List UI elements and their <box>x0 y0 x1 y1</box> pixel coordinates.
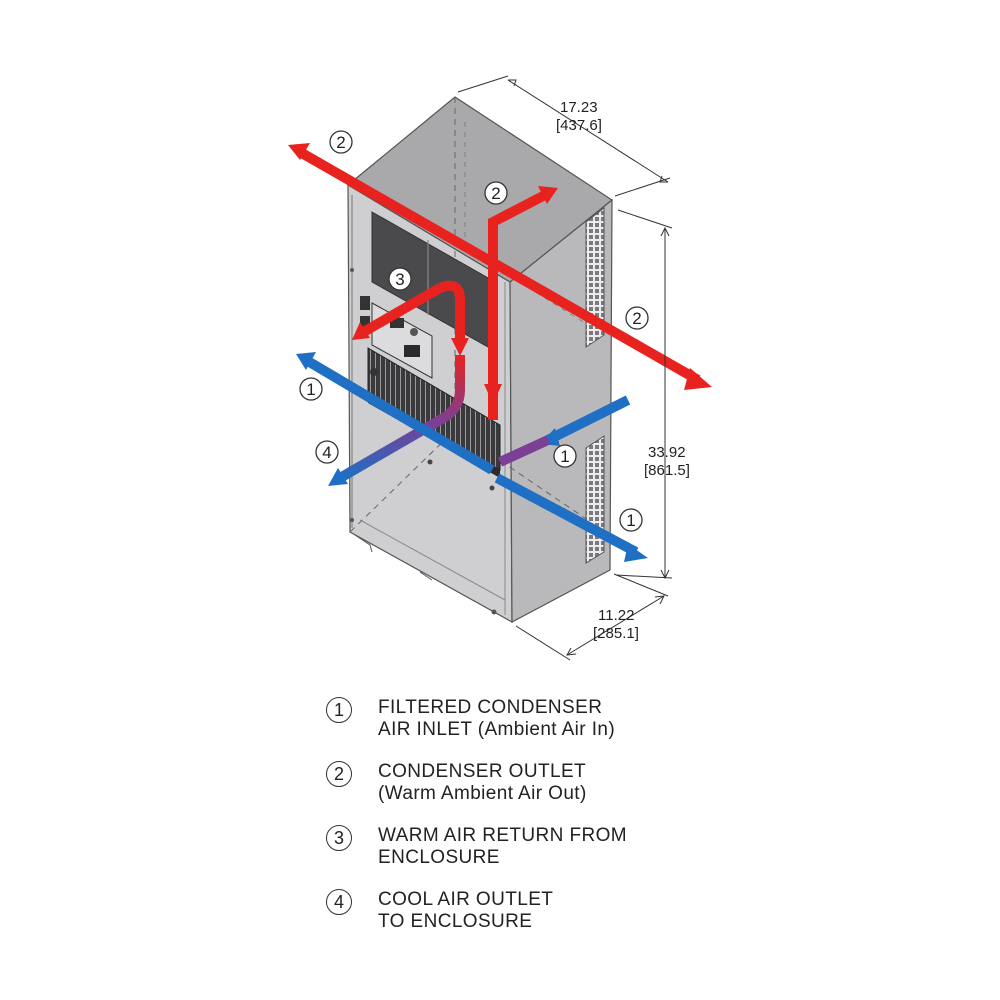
legend-label: COOL AIR OUTLET TO ENCLOSURE <box>378 889 554 932</box>
width-dimension: 17.23 <box>560 99 598 116</box>
warm-outlet-arrow-vertical <box>484 186 558 420</box>
callout-1-right: 1 <box>553 444 577 468</box>
svg-text:2: 2 <box>336 133 345 152</box>
legend-item-3: 3 WARM AIR RETURN FROM ENCLOSURE <box>326 825 746 889</box>
legend-item-1: 1 FILTERED CONDENSER AIR INLET (Ambient … <box>326 697 746 761</box>
svg-text:4: 4 <box>322 443 331 462</box>
svg-text:1: 1 <box>626 511 635 530</box>
legend-number: 1 <box>326 697 352 723</box>
condenser-inlet-arrow-lower <box>494 473 648 562</box>
width-dimension-metric: [437.6] <box>556 117 602 134</box>
warm-outlet-arrow-long <box>288 143 712 390</box>
callout-1-left: 1 <box>299 377 323 401</box>
svg-text:3: 3 <box>395 270 404 289</box>
svg-text:2: 2 <box>632 309 641 328</box>
callout-2-top-center: 2 <box>484 181 508 205</box>
legend-label: WARM AIR RETURN FROM ENCLOSURE <box>378 825 628 868</box>
callout-1-lower-right: 1 <box>619 508 643 532</box>
callout-2-top-left: 2 <box>329 130 353 154</box>
side-grille-upper <box>585 206 605 348</box>
warm-return-arrow <box>352 280 469 356</box>
svg-text:1: 1 <box>306 380 315 399</box>
cool-outlet-arrow <box>328 355 465 486</box>
depth-dimension-metric: [285.1] <box>593 625 639 642</box>
legend-item-2: 2 CONDENSER OUTLET (Warm Ambient Air Out… <box>326 761 746 825</box>
cabinet <box>346 96 614 624</box>
condenser-inlet-arrow-right <box>497 395 631 467</box>
legend-number: 4 <box>326 889 352 915</box>
callout-4: 4 <box>315 440 339 464</box>
svg-text:2: 2 <box>491 184 500 203</box>
legend-number: 3 <box>326 825 352 851</box>
side-grille-lower <box>585 435 605 564</box>
legend: 1 FILTERED CONDENSER AIR INLET (Ambient … <box>326 697 746 953</box>
height-dimension: 33.92 <box>648 444 686 461</box>
callout-2-right: 2 <box>625 306 649 330</box>
dimension-lines <box>457 75 673 661</box>
legend-label: FILTERED CONDENSER AIR INLET (Ambient Ai… <box>378 697 616 740</box>
depth-dimension: 11.22 <box>598 607 634 624</box>
legend-label: CONDENSER OUTLET (Warm Ambient Air Out) <box>378 761 587 804</box>
legend-number: 2 <box>326 761 352 787</box>
air-flow-arrows <box>288 143 712 562</box>
callouts: 2 2 2 3 1 1 1 4 <box>299 130 649 532</box>
legend-item-4: 4 COOL AIR OUTLET TO ENCLOSURE <box>326 889 746 953</box>
height-dimension-metric: [861.5] <box>644 462 690 479</box>
callout-3: 3 <box>388 267 412 291</box>
condenser-inlet-arrow-left <box>296 352 495 475</box>
svg-text:1: 1 <box>560 447 569 466</box>
